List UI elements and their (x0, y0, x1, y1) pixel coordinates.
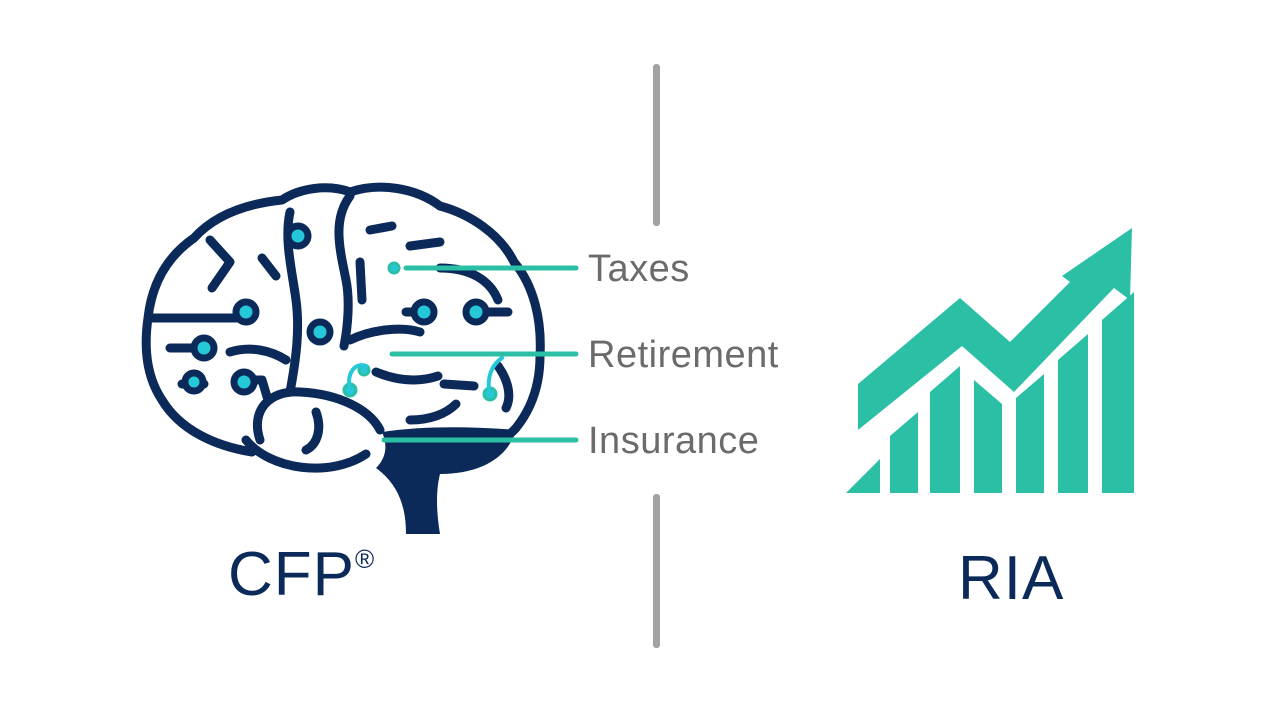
ria-caption: RIA (958, 544, 1065, 613)
callout-label-taxes: Taxes (588, 248, 690, 290)
registered-mark: ® (355, 544, 376, 574)
growth-bar-1 (846, 459, 880, 493)
center-divider-top (653, 64, 660, 226)
growth-bar-2 (890, 412, 918, 493)
callout-label-insurance: Insurance (588, 420, 760, 462)
cfp-caption-text: CFP (228, 540, 355, 609)
brain-circuit-icon (141, 182, 579, 534)
center-divider-bottom (653, 494, 660, 648)
cfp-caption: CFP® (228, 544, 375, 606)
growth-chart-icon (846, 228, 1134, 493)
callout-label-retirement: Retirement (588, 334, 779, 376)
growth-bar-4 (974, 380, 1002, 493)
growth-bar-3 (930, 366, 960, 493)
growth-bar-5 (1016, 374, 1044, 493)
growth-arrow (858, 228, 1132, 430)
growth-bar-7 (1102, 292, 1134, 493)
growth-bar-6 (1058, 334, 1088, 493)
